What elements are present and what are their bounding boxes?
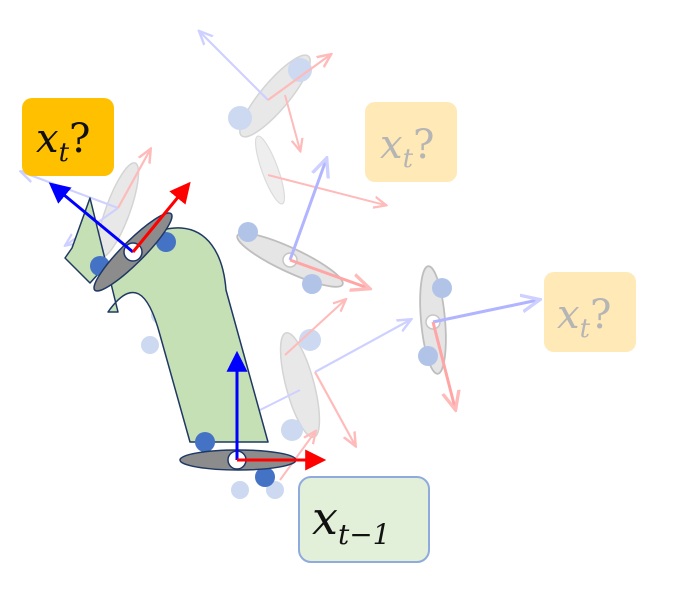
previous-pose-robot bbox=[179, 350, 327, 487]
previous-pose-label-sub: t−1 bbox=[338, 518, 391, 551]
candidate-upper-label-suffix: ? bbox=[413, 122, 434, 168]
previous-pose-label-var: x bbox=[312, 491, 338, 545]
particle-cloud bbox=[22, 32, 538, 499]
ghost-pose-center bbox=[220, 300, 410, 499]
current-pose-label-suffix: ? bbox=[69, 116, 90, 162]
svg-text:xt?: xt? bbox=[380, 122, 434, 174]
candidate-upper-label: xt? bbox=[365, 102, 457, 182]
ghost-pose-top bbox=[200, 32, 330, 150]
candidate-right-label: xt? bbox=[544, 272, 636, 352]
previous-pose-label-box bbox=[298, 476, 430, 563]
current-pose-label: xt? bbox=[22, 98, 114, 176]
svg-text:xt?: xt? bbox=[36, 116, 90, 168]
current-pose-label-box bbox=[22, 98, 114, 176]
current-pose-up-axis bbox=[48, 182, 134, 254]
candidate-right-label-sub: t bbox=[580, 314, 591, 344]
svg-text:xt−1: xt−1 bbox=[312, 491, 390, 551]
svg-text:xt?: xt? bbox=[557, 292, 611, 344]
candidate-pose-right bbox=[418, 265, 538, 408]
current-pose-label-var: x bbox=[36, 116, 59, 162]
candidate-pose-upper bbox=[236, 160, 368, 294]
current-pose-forward-axis bbox=[131, 181, 191, 253]
candidate-upper-label-sub: t bbox=[403, 144, 414, 174]
previous-pose-label: xt−1 bbox=[298, 476, 430, 563]
candidate-right-label-box bbox=[544, 272, 636, 352]
candidate-upper-label-var: x bbox=[380, 122, 403, 168]
current-pose-robot bbox=[48, 181, 191, 292]
candidate-right-label-var: x bbox=[557, 292, 580, 338]
candidate-upper-label-box bbox=[365, 102, 457, 182]
current-pose-label-sub: t bbox=[59, 138, 70, 168]
candidate-right-label-suffix: ? bbox=[590, 292, 611, 338]
